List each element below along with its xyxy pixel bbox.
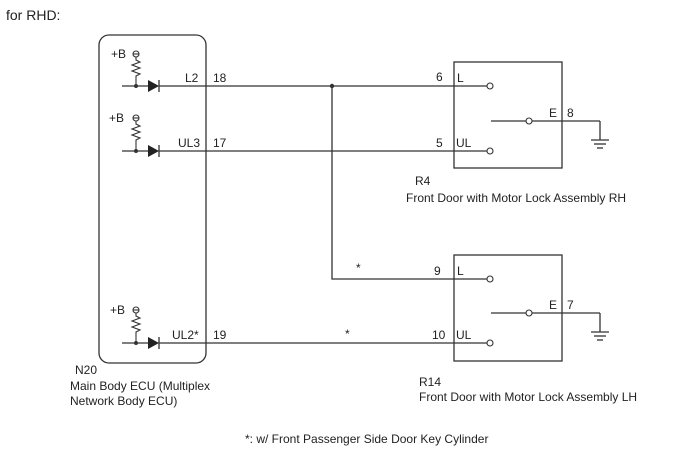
ground-icon [591, 331, 609, 341]
ecu-name-line2: Network Body ECU) [70, 394, 177, 408]
ecu-pin-number: 17 [213, 136, 227, 150]
switch-contact-icon [486, 275, 494, 283]
lh-pin-name: L [457, 264, 464, 278]
footnote: *: w/ Front Passenger Side Door Key Cyli… [245, 432, 488, 446]
lh-assembly-name: Front Door with Motor Lock Assembly LH [419, 390, 637, 404]
lh-ground-pin-name: E [549, 298, 557, 312]
rh-ground-pin-name: E [549, 106, 557, 120]
rh-pin-number: 5 [436, 136, 443, 150]
ecu-pin-number: 19 [213, 328, 227, 342]
rh-assembly: 6 L 5 UL E 8 R4 Front Door with Motor Lo… [406, 61, 626, 205]
switch-contact-icon [486, 147, 494, 155]
rh-assembly-box [453, 61, 563, 169]
ecu-circuit-l2: +B [111, 47, 206, 92]
diode-icon [148, 337, 159, 349]
switch-pivot-icon [525, 309, 533, 317]
rh-assembly-name: Front Door with Motor Lock Assembly RH [406, 191, 626, 205]
lh-pin-number: 9 [434, 264, 441, 278]
rh-pin-name: L [457, 71, 464, 85]
pullup-resistor-icon [130, 57, 142, 78]
header-label: for RHD: [6, 7, 60, 23]
supply-label: +B [110, 303, 125, 317]
ecu-name-line1: Main Body ECU (Multiplex [70, 379, 210, 393]
ecu-code: N20 [75, 363, 97, 377]
lh-assembly: 9 L 10 UL E 7 R14 Front Door with Motor … [419, 254, 637, 404]
pullup-resistor-icon [130, 313, 142, 335]
rh-pin-number: 6 [436, 70, 443, 84]
rh-pin-name: UL [456, 136, 472, 150]
ecu-pin-number: 18 [213, 71, 227, 85]
ground-icon [591, 139, 609, 149]
rh-ground-pin-number: 8 [567, 106, 574, 120]
supply-label: +B [109, 111, 124, 125]
ecu-pin-name: L2 [185, 71, 199, 85]
lh-assembly-code: R14 [419, 375, 441, 389]
switch-contact-icon [486, 339, 494, 347]
wire-star-mark: * [356, 261, 361, 275]
lh-ground-pin-number: 7 [567, 298, 574, 312]
diode-icon [148, 145, 159, 157]
supply-label: +B [111, 47, 126, 61]
pullup-resistor-icon [130, 121, 142, 143]
ecu-pin-name: UL2* [172, 328, 199, 342]
ecu-box [98, 34, 207, 364]
ecu-circuit-ul2: +B [110, 303, 206, 349]
lh-pin-name: UL [456, 328, 472, 342]
wire-star-mark: * [345, 327, 350, 341]
rh-assembly-code: R4 [415, 174, 431, 188]
wire-branch-l [331, 86, 454, 280]
lh-assembly-box [453, 254, 563, 362]
ecu-pin-name: UL3 [178, 136, 200, 150]
switch-contact-icon [486, 82, 494, 90]
switch-pivot-icon [525, 117, 533, 125]
lh-pin-number: 10 [432, 328, 446, 342]
diode-icon [148, 80, 159, 92]
ecu-circuit-ul3: +B [109, 111, 206, 157]
